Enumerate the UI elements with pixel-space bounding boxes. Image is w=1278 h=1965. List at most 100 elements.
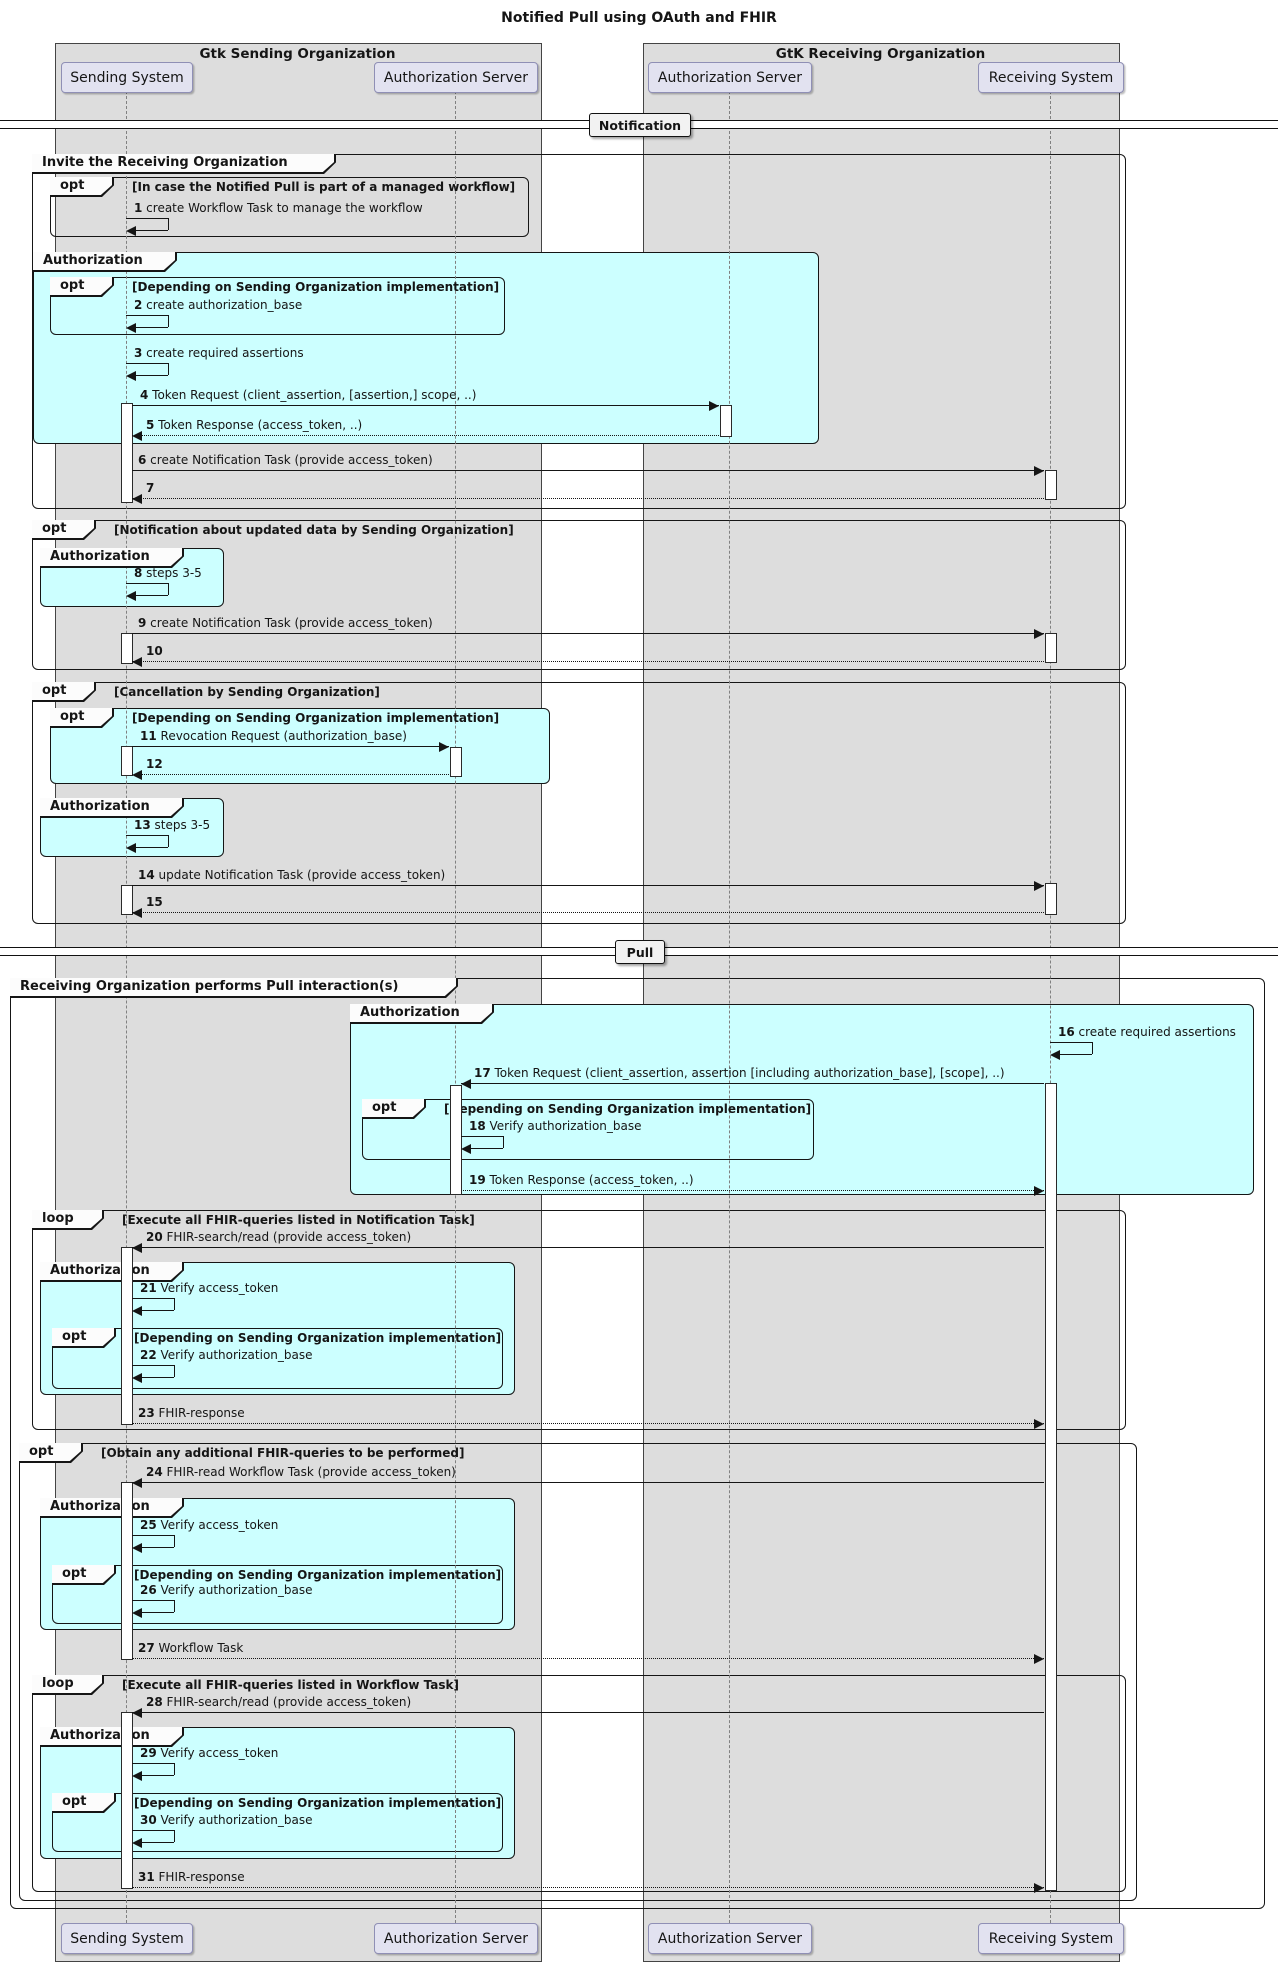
message-line [132,498,1044,499]
self-message-line [126,363,168,364]
message-line [132,1712,1044,1713]
frame-tab: loop [32,1210,104,1230]
arrowhead-icon [132,770,142,780]
arrowhead-icon [132,431,142,441]
self-message-line [140,1547,174,1548]
participant-box: Authorization Server [374,1923,538,1954]
frame-tab: Authorization [350,1004,494,1024]
frame-guard: [Execute all FHIR-queries listed in Noti… [122,1213,475,1227]
frame-tab-fill [50,177,112,195]
arrowhead-icon [126,226,136,236]
self-message-line [126,835,168,836]
activation-bar [1045,633,1057,663]
frame-tab-label: opt [60,278,85,293]
frame-tab: opt [32,520,96,540]
self-message-line [168,835,169,847]
arrowhead-icon [132,1838,142,1848]
frame-opt [52,1793,503,1852]
arrowhead-icon [126,323,136,333]
activation-bar [450,1085,462,1195]
arrowhead-icon [1034,629,1044,639]
message-label: 3 create required assertions [134,346,304,360]
arrowhead-icon [461,1144,471,1154]
arrowhead-icon [132,1243,142,1253]
message-label: 25 Verify access_token [140,1518,279,1532]
arrowhead-icon [132,1306,142,1316]
arrowhead-icon [132,1608,142,1618]
frame-tab-label: opt [42,683,67,698]
self-message-line [126,218,168,219]
arrowhead-icon [1034,466,1044,476]
self-message-line [503,1136,504,1148]
frame-tab: Authorization [40,548,184,568]
frame-tab-fill [40,548,182,566]
frame-tab: opt [52,1328,116,1348]
activation-bar [121,746,133,776]
frame-tab-fill [32,682,94,700]
arrowhead-icon [1034,1654,1044,1664]
self-message-line [132,1600,174,1601]
frame-guard: [Obtain any additional FHIR-queries to b… [101,1446,465,1460]
arrowhead-icon [132,494,142,504]
frame-tab-fill [40,1498,182,1516]
arrowhead-icon [439,742,449,752]
frame-tab-fill [32,1675,102,1693]
divider-label: Notification [589,113,691,137]
frame-group [40,1498,515,1630]
frame-tab-fill [50,277,112,295]
self-message-line [174,1535,175,1547]
frame-tab-fill [33,252,175,270]
message-label: 24 FHIR-read Workflow Task (provide acce… [146,1465,456,1479]
frame-tab-label: opt [372,1100,397,1115]
frame-tab-label: opt [62,1329,87,1344]
activation-bar [121,1482,133,1660]
message-line [132,470,1044,471]
frame-tab: Authorization [40,798,184,818]
self-message-line [132,1298,174,1299]
frame-tab: opt [50,177,114,197]
arrowhead-icon [461,1079,471,1089]
frame-tab: Authorization [33,252,177,272]
self-message-line [132,1535,174,1536]
frame-guard: [Depending on Sending Organization imple… [444,1102,812,1116]
org-box-label: Gtk Sending Organization [199,46,396,62]
message-label: 22 Verify authorization_base [140,1348,313,1362]
frame-opt [32,682,1126,924]
frame-tab-fill [40,1727,182,1745]
message-line [461,1083,1044,1084]
message-label: 5 Token Response (access_token, ..) [146,418,363,432]
arrowhead-icon [709,401,719,411]
activation-bar [1045,470,1057,500]
frame-opt [362,1099,814,1160]
frame-tab-fill [362,1099,424,1117]
frame-tab: loop [32,1675,104,1695]
frame-opt [50,177,529,237]
message-line [132,746,449,747]
self-message-line [134,847,168,848]
frame-tab-fill [40,798,182,816]
participant-box: Authorization Server [374,62,538,93]
message-label: 30 Verify authorization_base [140,1813,313,1827]
frame-tab-fill [32,154,334,172]
self-message-line [168,583,169,595]
self-message-line [461,1136,503,1137]
self-message-line [1050,1042,1092,1043]
activation-bar [121,633,133,664]
frame-tab-label: opt [62,1566,87,1581]
message-line [132,1658,1044,1659]
message-label: 2 create authorization_base [134,298,303,312]
frame-opt [19,1443,1137,1901]
arrowhead-icon [132,1373,142,1383]
frame-tab-label: Authorization [50,549,150,564]
activation-bar [450,747,462,777]
diagram-title: Notified Pull using OAuth and FHIR [501,10,777,26]
frame-group [32,154,1126,509]
self-message-line [134,375,168,376]
frame-tab: opt [32,682,96,702]
arrowhead-icon [132,1771,142,1781]
self-message-line [469,1148,503,1149]
frame-tab-label: opt [60,709,85,724]
self-message-line [126,315,168,316]
self-message-line [168,218,169,230]
arrowhead-icon [1034,881,1044,891]
